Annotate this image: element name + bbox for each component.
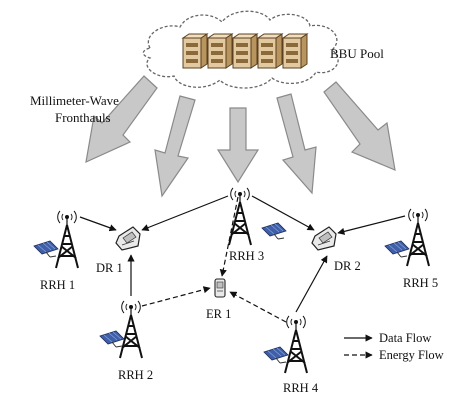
link-rrh4-dr2 — [295, 255, 328, 313]
label-er1: ER 1 — [206, 307, 231, 321]
link-rrh3-dr2 — [251, 195, 315, 231]
data-flow-links — [79, 195, 406, 313]
rrh5-solar-panel — [384, 240, 410, 258]
energy-flow-links — [141, 196, 287, 323]
fronthaul-label-line1: Millimeter-Wave — [30, 93, 119, 108]
label-dr2: DR 2 — [334, 259, 361, 273]
rrh4-solar-panel — [263, 346, 289, 364]
bbu-server-rack — [181, 33, 309, 69]
bbu-server-cabinet — [281, 33, 309, 69]
rrh2-solar-panel — [99, 330, 125, 348]
rrh3-solar-panel — [261, 222, 287, 240]
legend: Data Flow Energy Flow — [344, 331, 444, 362]
rrh4-tower — [284, 315, 308, 374]
dr1-phone — [115, 226, 141, 251]
energy-rrh3-er1 — [219, 196, 239, 277]
bbu-server-cabinet — [256, 33, 284, 69]
bbu-pool-label: BBU Pool — [330, 46, 384, 61]
fronthaul-arrow-5 — [323, 81, 396, 171]
label-rrh4: RRH 4 — [283, 381, 319, 395]
energy-rrh2-er1 — [141, 286, 211, 307]
bbu-server-cabinet — [181, 33, 209, 69]
fronthaul-arrow-3 — [216, 107, 260, 184]
link-rrh5-dr2 — [337, 215, 406, 235]
label-rrh1: RRH 1 — [40, 278, 75, 292]
label-rrh5: RRH 5 — [403, 276, 438, 290]
label-rrh3: RRH 3 — [229, 249, 264, 263]
fronthaul-arrow-4 — [276, 93, 317, 195]
dr2-phone — [311, 226, 337, 251]
bbu-server-cabinet — [206, 33, 234, 69]
legend-data-flow-label: Data Flow — [379, 331, 431, 345]
link-rrh3-dr1 — [141, 195, 229, 231]
er1-device — [214, 278, 226, 298]
label-dr1: DR 1 — [96, 261, 123, 275]
rrh1-tower — [55, 210, 79, 269]
fronthaul-arrow-2 — [154, 95, 196, 198]
bbu-server-cabinet — [231, 33, 259, 69]
rrh1-solar-panel — [33, 240, 59, 258]
rrh5-tower — [406, 208, 430, 267]
rrh2-tower — [119, 300, 143, 359]
link-rrh1-dr1 — [79, 216, 117, 232]
fronthaul-label-line2: Fronthauls — [55, 110, 111, 125]
fronthaul-arrows — [85, 75, 396, 198]
rrh3-tower — [228, 187, 252, 246]
label-rrh2: RRH 2 — [118, 368, 153, 382]
legend-energy-flow-label: Energy Flow — [379, 348, 444, 362]
fronthaul-arrow-1 — [85, 75, 158, 164]
energy-rrh4-er1 — [229, 291, 287, 323]
